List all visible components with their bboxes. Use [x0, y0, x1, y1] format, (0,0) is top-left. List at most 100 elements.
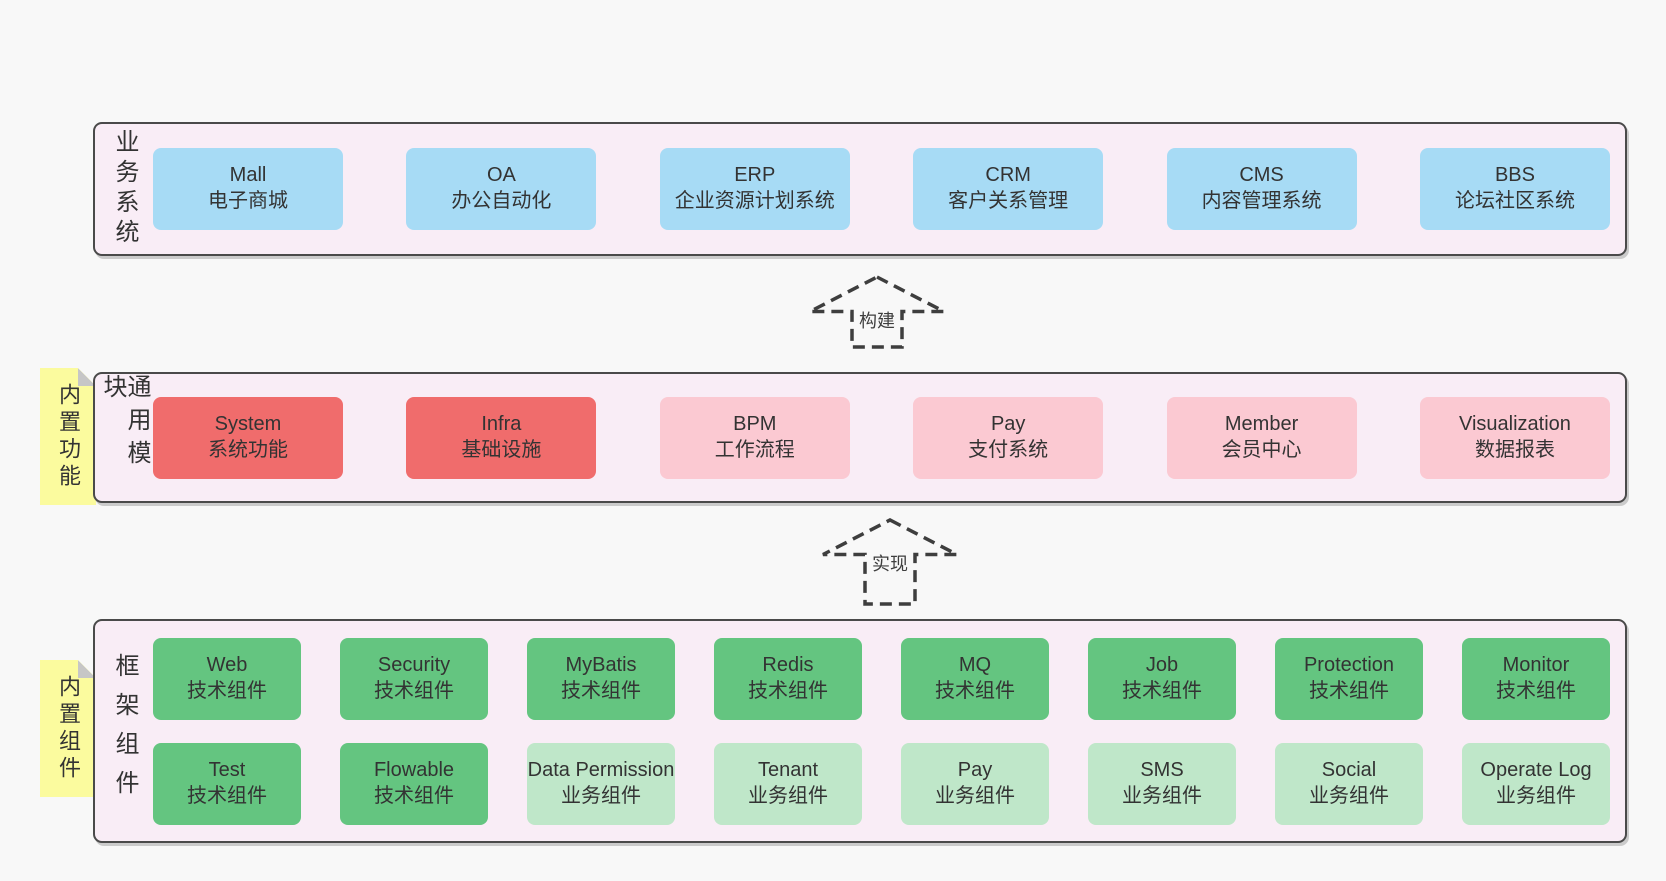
box-system: System 系统功能: [153, 396, 343, 479]
box-title: Monitor: [1502, 653, 1570, 676]
box-title: Redis: [762, 653, 814, 676]
box-data-permission: Data Permission 业务组件: [527, 742, 675, 825]
box-member: Member 会员中心: [1166, 396, 1357, 479]
box-mall: Mall 电子商城: [153, 148, 343, 230]
band-business-systems: 业务系统 Mall 电子商城 OA 办公自动化 ERP 企业资源计划系统 CRM: [93, 122, 1627, 256]
band-label-col: 业务系统: [95, 124, 153, 254]
box-subtitle: 技术组件: [561, 679, 641, 702]
box-subtitle: 业务组件: [748, 784, 828, 807]
box-title: System: [214, 412, 282, 435]
box-title: Pay: [957, 758, 993, 781]
box-subtitle: 客户关系管理: [948, 190, 1069, 212]
box-title: CMS: [1239, 164, 1284, 187]
sticky-label: 内置组件: [56, 674, 81, 783]
box-subtitle: 业务组件: [1496, 784, 1576, 807]
sticky-note-builtin-features: 内置功能: [40, 368, 96, 505]
arrow-label: 实现: [869, 550, 911, 576]
box-subtitle: 技术组件: [1496, 679, 1576, 702]
box-infra: Infra 基础设施: [406, 396, 597, 479]
arrow-label: 构建: [856, 307, 898, 333]
box-title: BBS: [1494, 164, 1535, 187]
box-subtitle: 电子商城: [208, 190, 288, 212]
box-title: Social: [1321, 758, 1377, 781]
box-subtitle: 支付系统: [968, 438, 1049, 461]
box-pay-business: Pay 业务组件: [901, 742, 1049, 825]
box-title: CRM: [985, 164, 1031, 187]
box-row: System 系统功能 Infra 基础设施 BPM 工作流程 Pay 支付系统…: [153, 396, 1610, 479]
box-subtitle: 技术组件: [935, 679, 1015, 702]
box-title: Protection: [1303, 653, 1395, 676]
box-title: SMS: [1140, 758, 1184, 781]
box-title: BPM: [733, 412, 777, 435]
box-subtitle: 技术组件: [374, 679, 454, 702]
box-title: Visualization: [1458, 412, 1571, 435]
box-subtitle: 业务组件: [1122, 784, 1202, 807]
box-subtitle: 会员中心: [1221, 438, 1302, 461]
box-title: Operate Log: [1480, 758, 1592, 781]
box-social: Social 业务组件: [1275, 742, 1423, 825]
box-subtitle: 业务组件: [561, 784, 641, 807]
box-test: Test 技术组件: [153, 742, 301, 825]
box-job: Job 技术组件: [1088, 637, 1236, 720]
box-web: Web 技术组件: [153, 637, 301, 720]
box-title: Flowable: [373, 758, 455, 781]
box-tenant: Tenant 业务组件: [714, 742, 862, 825]
box-title: Infra: [481, 412, 522, 435]
band-title: 框架组件: [111, 653, 138, 809]
box-title: Mall: [229, 164, 267, 187]
box-redis: Redis 技术组件: [714, 637, 862, 720]
box-subtitle: 技术组件: [1309, 679, 1389, 702]
band-framework-components: 框架组件 Web 技术组件 Security 技术组件 MyBatis 技术组件…: [93, 619, 1627, 843]
box-title: MyBatis: [565, 653, 637, 676]
box-title: OA: [486, 164, 516, 187]
box-subtitle: 工作流程: [714, 438, 795, 461]
box-pay: Pay 支付系统: [913, 396, 1104, 479]
box-row: Web 技术组件 Security 技术组件 MyBatis 技术组件 Redi…: [153, 637, 1610, 720]
box-title: MQ: [958, 653, 992, 676]
box-visualization: Visualization 数据报表: [1419, 396, 1610, 479]
box-title: Web: [206, 653, 248, 676]
box-security: Security 技术组件: [340, 637, 488, 720]
band-label-col: 框架组件: [95, 621, 153, 841]
box-sms: SMS 业务组件: [1088, 742, 1236, 825]
arrow-build: 构建: [807, 274, 947, 350]
box-bpm: BPM 工作流程: [659, 396, 850, 479]
band-content: System 系统功能 Infra 基础设施 BPM 工作流程 Pay 支付系统…: [153, 374, 1625, 501]
box-subtitle: 业务组件: [1309, 784, 1389, 807]
box-title: ERP: [734, 164, 776, 187]
box-subtitle: 论坛社区系统: [1454, 190, 1575, 212]
box-title: Tenant: [757, 758, 819, 781]
box-subtitle: 系统功能: [208, 438, 288, 461]
box-subtitle: 技术组件: [748, 679, 828, 702]
band-label-col: 通用模块: [95, 374, 153, 501]
box-title: Security: [377, 653, 451, 676]
box-bbs: BBS 论坛社区系统: [1419, 148, 1610, 230]
box-subtitle: 技术组件: [374, 784, 454, 807]
box-erp: ERP 企业资源计划系统: [659, 148, 850, 230]
sticky-label: 内置功能: [56, 382, 81, 491]
band-content: Mall 电子商城 OA 办公自动化 ERP 企业资源计划系统 CRM 客户关系…: [153, 124, 1625, 254]
band-title: 通用模块: [99, 374, 150, 473]
box-subtitle: 基础设施: [461, 438, 542, 461]
box-subtitle: 业务组件: [935, 784, 1015, 807]
box-mq: MQ 技术组件: [901, 637, 1049, 720]
box-subtitle: 技术组件: [187, 784, 267, 807]
box-subtitle: 内容管理系统: [1201, 190, 1322, 212]
box-subtitle: 技术组件: [1122, 679, 1202, 702]
box-protection: Protection 技术组件: [1275, 637, 1423, 720]
box-monitor: Monitor 技术组件: [1462, 637, 1610, 720]
band-title: 业务系统: [111, 129, 138, 249]
band-content: Web 技术组件 Security 技术组件 MyBatis 技术组件 Redi…: [153, 621, 1625, 841]
sticky-note-builtin-components: 内置组件: [40, 660, 96, 797]
box-title: Job: [1145, 653, 1179, 676]
box-flowable: Flowable 技术组件: [340, 742, 488, 825]
box-subtitle: 企业资源计划系统: [674, 190, 835, 212]
box-title: Test: [208, 758, 246, 781]
box-mybatis: MyBatis 技术组件: [527, 637, 675, 720]
box-row: Test 技术组件 Flowable 技术组件 Data Permission …: [153, 742, 1610, 825]
box-title: Pay: [990, 412, 1026, 435]
arrow-implement: 实现: [820, 517, 960, 607]
box-operate-log: Operate Log 业务组件: [1462, 742, 1610, 825]
box-oa: OA 办公自动化: [406, 148, 597, 230]
